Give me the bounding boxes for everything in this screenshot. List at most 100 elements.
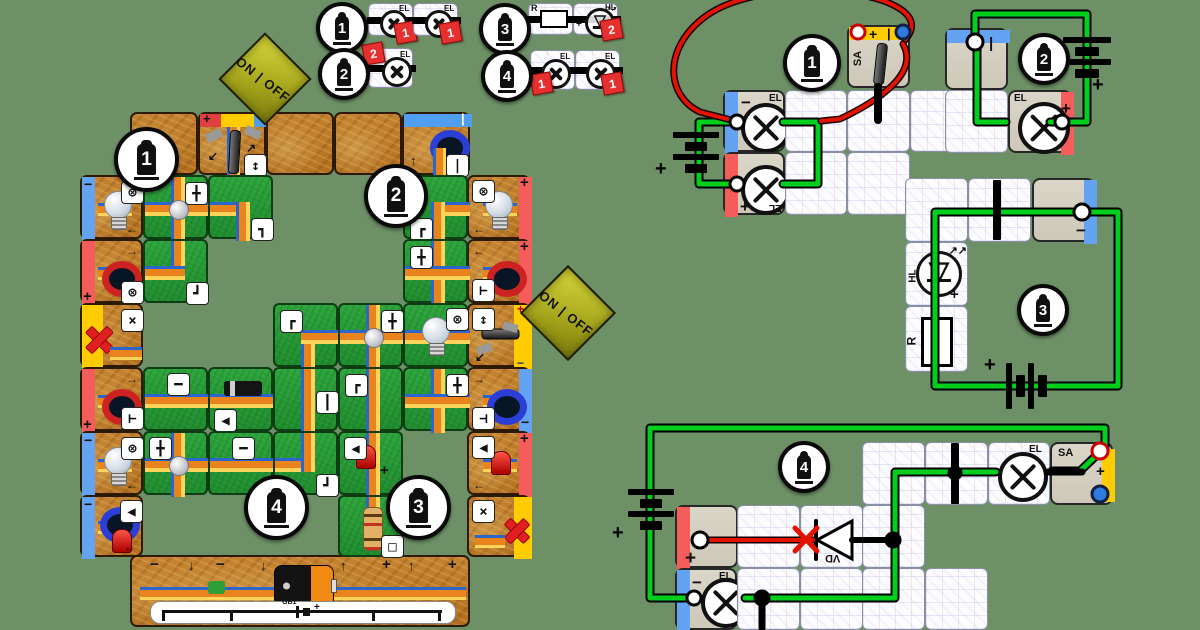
board-battery-tile[interactable]: −↓−↓↑+↑+GB1+ — [130, 555, 470, 627]
badge-glyph-icon: ╋ — [156, 440, 165, 457]
wire-arm — [365, 394, 380, 433]
green-diode-tile[interactable]: ◀ — [208, 367, 275, 432]
circuit-lamp-tile[interactable]: −EL — [675, 568, 751, 630]
polarity-label: + — [655, 158, 667, 180]
board-led-tile[interactable]: +◀← — [467, 431, 532, 497]
board-socket-tile[interactable]: +⊢→ — [80, 367, 144, 433]
green-wire-tile[interactable]: ┛ — [143, 239, 209, 305]
resistor-icon — [363, 507, 383, 551]
schematic-tile[interactable] — [925, 442, 988, 505]
badge-icon: × — [121, 309, 144, 332]
lamp-symbol-icon — [1018, 102, 1070, 154]
board-socket-tile[interactable]: +⊢← — [467, 239, 532, 305]
tile-label: → — [126, 244, 138, 258]
circuit-lamp-tile[interactable]: +EL — [1008, 90, 1074, 155]
switch-lever[interactable] — [227, 129, 242, 175]
board-socket-tile[interactable]: ||↑ — [402, 112, 472, 177]
board-lamp-tile[interactable]: −⊗← — [80, 431, 144, 497]
schematic-tile[interactable] — [945, 90, 1008, 153]
circuit-terminal-tile[interactable]: + — [675, 505, 738, 570]
green-wire-tile[interactable]: ┓ — [208, 175, 274, 241]
marker-circle-1: 1 — [783, 34, 841, 92]
blocked-x-icon — [84, 325, 114, 355]
circuit-diode-tile[interactable]: VD — [800, 505, 863, 568]
tile-strip — [677, 570, 690, 630]
badge-glyph-icon: ◀ — [127, 503, 136, 520]
badge-glyph-icon: ⊗ — [479, 183, 488, 200]
tile-strip — [725, 154, 738, 217]
schematic-tile[interactable] — [785, 152, 847, 215]
vacuum-tube-icon: 2 — [1034, 42, 1054, 76]
green-wire-tile[interactable]: ━ — [143, 367, 210, 431]
switch-lever[interactable] — [872, 42, 889, 86]
led-icon — [112, 529, 132, 553]
on-off-sign[interactable]: ON | OFF — [218, 32, 312, 126]
board-blocked-tile[interactable]: × — [467, 495, 532, 559]
green-wire-tile[interactable]: ┃ — [273, 367, 339, 433]
circuit-switch-tile[interactable]: +|SA — [847, 25, 910, 88]
tile-strip — [296, 606, 299, 618]
schematic-tile[interactable] — [785, 90, 847, 152]
circuit-terminal-tile[interactable]: − — [1032, 178, 1097, 244]
tile-label: VD — [825, 552, 841, 564]
board-lamp-tile[interactable]: +⊗← — [467, 175, 532, 241]
marker-number: 2 — [390, 184, 402, 206]
legend-tile[interactable]: ▽↗↗HL+2 — [572, 3, 624, 42]
circuit-lamp-tile[interactable]: +EL — [723, 152, 791, 217]
circuit-resistor-tile[interactable]: R — [904, 306, 968, 372]
on-off-sign[interactable]: ON | OFF — [519, 264, 617, 362]
circuit-terminal-tile[interactable]: | — [945, 28, 1010, 90]
board-led-tile[interactable]: −◀← — [80, 495, 143, 559]
board-wood-tile[interactable] — [334, 112, 402, 175]
circuit-lamp-tile[interactable]: −EL — [723, 90, 791, 154]
green-wire-tile[interactable]: ╋ — [403, 239, 470, 305]
green-wire-tile[interactable]: ╋ — [143, 431, 210, 497]
tile-label: − — [521, 414, 530, 430]
schematic-tile[interactable] — [862, 442, 925, 505]
wire-arm — [405, 394, 445, 408]
tile-label: + — [517, 302, 525, 316]
tile-label: R — [904, 336, 919, 346]
schematic-tile[interactable] — [905, 178, 968, 242]
circuit-lamp-tile[interactable]: EL — [988, 442, 1050, 505]
board-socket-tile[interactable]: −⊣→ — [467, 367, 532, 433]
schematic-tile[interactable] — [847, 90, 910, 152]
legend-tile[interactable]: R — [527, 3, 576, 35]
green-wire-tile[interactable]: ┛ — [273, 431, 339, 497]
green-wire-tile[interactable]: ┏ — [273, 303, 340, 369]
badge-icon: □ — [381, 535, 404, 558]
green-wire-tile[interactable]: ┏ — [338, 367, 403, 433]
board-switch-tile[interactable]: +↙↗↕ — [198, 112, 268, 177]
schematic-tile[interactable] — [925, 568, 988, 630]
green-led-tile[interactable]: +◀ — [338, 431, 403, 497]
tile-label: R — [531, 3, 538, 13]
tile-strip — [208, 581, 225, 594]
schematic-tile[interactable] — [737, 568, 800, 630]
badge-icon: ↕ — [472, 308, 495, 331]
circuit-led-tile[interactable]: ▽↗↗HL+ — [905, 242, 968, 306]
circuit-switch-tile[interactable]: SA+− — [1050, 442, 1115, 505]
board-lamp-tile[interactable]: +⊗→ — [80, 239, 144, 305]
schematic-tile[interactable] — [968, 178, 1031, 242]
badge-icon: ⊢ — [121, 407, 144, 430]
schematic-tile[interactable] — [737, 505, 800, 568]
schematic-tile[interactable] — [862, 568, 925, 630]
green-wire-tile[interactable]: ╋ — [403, 367, 470, 433]
tile-label: ↗ — [246, 141, 257, 155]
board-blocked-tile[interactable]: × — [80, 303, 144, 369]
schematic-tile[interactable] — [800, 568, 863, 630]
board-wood-tile[interactable] — [266, 112, 334, 175]
tile-strip — [82, 241, 95, 305]
green-wire-tile[interactable]: ╋ — [338, 303, 405, 369]
schematic-tile[interactable] — [862, 505, 925, 568]
schematic-tile[interactable] — [847, 152, 910, 215]
lamp-symbol-icon — [741, 103, 791, 153]
marker-circle-4: 4 — [481, 50, 533, 102]
led-icon — [491, 451, 511, 475]
green-lamp-tile[interactable]: ⊗ — [403, 303, 470, 367]
